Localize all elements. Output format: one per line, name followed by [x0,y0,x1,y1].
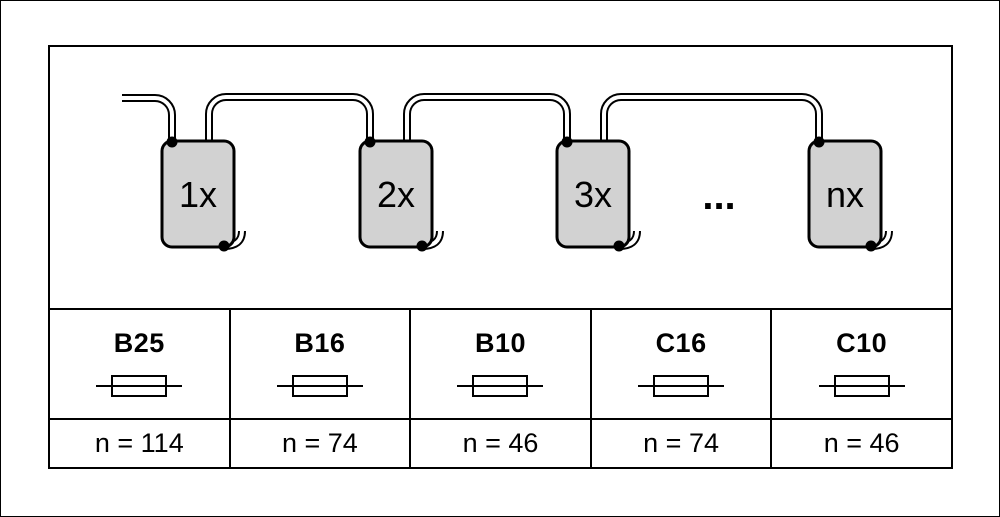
breaker-table: B25 B16 B10 [50,308,951,467]
breaker-cell-b16: B16 [228,310,410,418]
cable-loop-1-2-core [207,95,372,143]
breaker-type-label: B16 [294,328,346,358]
device-2-top-terminal-icon [364,136,376,148]
breaker-type-label: B10 [474,328,526,358]
device-3-bottom-terminal-icon [613,240,625,252]
device-3-top-terminal-icon [561,136,573,148]
device-2-box [358,139,434,249]
fuse-body [291,375,348,397]
fuse-line [276,385,363,387]
device-1-box [160,139,236,249]
breaker-cell-b25: B25 [50,310,229,418]
device-n-box [807,139,883,249]
cable-loop-3-n [600,93,823,143]
daisy-chain-diagram: 1x 2x 3x ... nx [122,93,893,252]
device-2-bottom-terminal-icon [416,240,428,252]
fuse-body [472,375,529,397]
cable-loop-2-3-core [405,95,569,143]
count-cell-c16: n = 74 [589,420,771,467]
cable-incoming-core [122,96,174,143]
count-cell-c10: n = 46 [770,420,951,467]
breaker-cell-c10: C10 [770,310,951,418]
ellipsis-label: ... [702,174,735,218]
fuse-line [818,385,905,387]
count-cell-b16: n = 74 [228,420,410,467]
cable-loop-3-n-core [602,95,821,143]
breaker-cell-b10: B10 [409,310,590,418]
breaker-type-label: C10 [836,328,888,358]
count-cell-b10: n = 46 [409,420,590,467]
device-3-box [555,139,631,249]
device-2-label: 2x [377,174,415,215]
fuse-icon [96,374,183,398]
breaker-type-label: B25 [113,328,165,358]
fuse-line [96,385,183,387]
figure-panel: 1x 2x 3x ... nx [48,45,953,469]
breaker-header-row: B25 B16 B10 [50,310,951,420]
device-1-top-terminal-icon [166,136,178,148]
breaker-count-row: n = 114 n = 74 n = 46 n = 74 n = 46 [50,420,951,467]
device-3: 3x [555,136,631,252]
fuse-line [638,385,725,387]
cable-incoming [122,94,176,143]
fuse-body [833,375,890,397]
fuse-icon [276,374,363,398]
fuse-line [457,385,544,387]
fuse-body [653,375,710,397]
breaker-cell-c16: C16 [589,310,771,418]
breaker-type-label: C16 [655,328,707,358]
device-1: 1x [160,136,236,252]
device-1-bottom-terminal-icon [218,240,230,252]
device-3-label: 3x [574,174,612,215]
device-1-label: 1x [179,174,217,215]
count-cell-b25: n = 114 [94,428,184,458]
cable-loop-1-2 [205,93,374,143]
device-n-bottom-terminal-icon [865,240,877,252]
fuse-icon [818,374,905,398]
device-n-label: nx [826,174,864,215]
device-2: 2x [358,136,434,252]
device-n: nx [807,136,883,252]
device-n-top-terminal-icon [813,136,825,148]
fuse-icon [638,374,725,398]
fuse-body [111,375,168,397]
fuse-icon [457,374,544,398]
cable-runs [122,93,893,250]
cable-loop-2-3 [403,93,571,143]
